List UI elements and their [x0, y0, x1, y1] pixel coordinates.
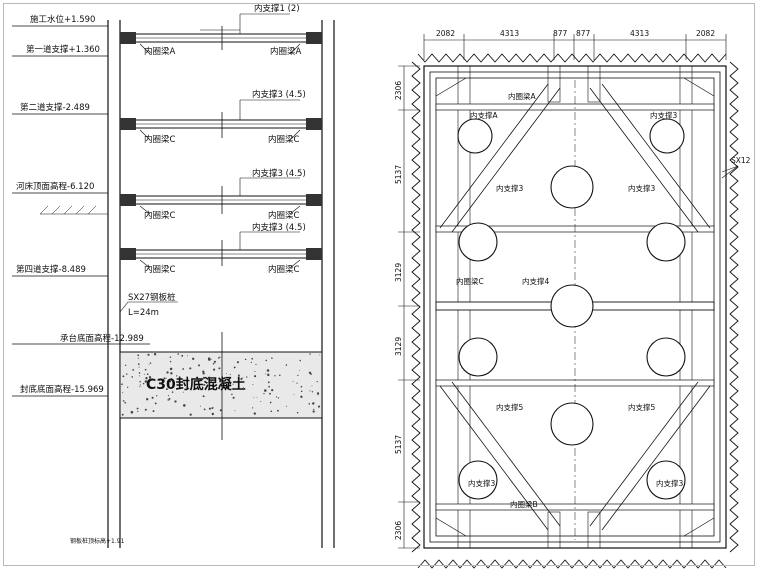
pile-circle [458, 222, 498, 262]
label-wale-bottom: 内圈梁B [510, 499, 538, 509]
wale-label-4b: 内圈梁C [268, 264, 300, 275]
side-dim-2: 5137 [394, 165, 403, 184]
side-dim-4: 3129 [394, 337, 403, 356]
label-strut-tl: 内支撑A [470, 110, 498, 120]
corner-braces [435, 77, 715, 537]
pile-circle [646, 337, 686, 377]
strut-label-1: 内支撑1 (2) [254, 3, 300, 14]
elevation-label-5: 第四道支撑-8.489 [16, 264, 86, 275]
sheet-pile-right [321, 20, 335, 548]
elevation-leaders [12, 25, 150, 397]
side-dim-3: 3129 [394, 263, 403, 282]
label-strut-br: 内支撑3 [656, 478, 683, 488]
pile-callout-sx12: SX12 [731, 156, 751, 165]
strut-label-3: 内支撑3 (4.5) [252, 168, 306, 179]
label-diag-r2: 内支撑5 [628, 402, 655, 412]
pile-circle [649, 118, 685, 154]
elevation-label-2: 第一道支撑+1.360 [26, 44, 100, 55]
top-dim-1: 2082 [436, 29, 455, 38]
pile-circles [457, 118, 686, 500]
sx12-leader [721, 165, 739, 173]
pile-circle [458, 337, 498, 377]
footnote: 钢板桩顶标高+1.91 [70, 537, 125, 545]
elevation-section: 施工水位+1.590 第一道支撑+1.360 第二道支撑-2.489 河床顶面高… [12, 3, 335, 548]
side-dim-5: 5137 [394, 435, 403, 454]
top-dim-5: 4313 [630, 29, 649, 38]
top-dim-4: 877 [576, 29, 591, 38]
plan-view: 2082 4313 877 877 4313 2082 2306 5137 31… [394, 29, 751, 569]
side-dimension-line [398, 65, 420, 549]
strut-level-3 [119, 177, 323, 215]
label-strut-bl: 内支撑3 [468, 478, 495, 488]
label-wale-top: 内圈梁A [508, 91, 536, 101]
pile-circle [458, 460, 498, 500]
wale-label-4a: 内圈梁C [144, 264, 176, 275]
sheet-pile-left [107, 20, 121, 548]
sealing-concrete [119, 351, 323, 419]
side-dim-6: 2306 [394, 521, 403, 540]
pile-length: L=24m [128, 308, 159, 318]
top-dimension-line [423, 34, 727, 60]
wale-label-1b: 内圈梁A [270, 46, 302, 57]
pile-circle [550, 165, 594, 209]
strut-level-4 [119, 231, 323, 269]
top-dim-2: 4313 [500, 29, 519, 38]
label-strut-mid: 内支撑4 [522, 276, 549, 286]
elevation-label-4: 河床顶面高程-6.120 [16, 181, 94, 192]
sheet-pile-wall [411, 53, 739, 569]
concrete-label: C30封底混凝土 [146, 376, 246, 393]
elevation-label-6: 承台底面高程-12.989 [60, 333, 144, 344]
wale-label-2b: 内圈梁C [268, 134, 300, 145]
side-dim-1: 2306 [394, 81, 403, 100]
elevation-label-7: 封底底面高程-15.969 [20, 384, 104, 395]
strut-level-1 [119, 13, 323, 55]
pile-circle [457, 118, 493, 154]
strut-label-4: 内支撑3 (4.5) [252, 222, 306, 233]
elevation-label-1: 施工水位+1.590 [30, 14, 95, 25]
pile-circle [646, 222, 686, 262]
diagonal-struts [439, 83, 711, 531]
pile-circle [550, 284, 594, 328]
strut-label-2: 内支撑3 (4.5) [252, 89, 306, 100]
top-dim-3: 877 [553, 29, 568, 38]
elevation-label-3: 第二道支撑-2.489 [20, 102, 90, 113]
wale-label-3b: 内圈梁C [268, 210, 300, 221]
pile-leader [119, 301, 129, 313]
wale-label-1a: 内圈梁A [144, 46, 176, 57]
pile-circle [550, 402, 594, 446]
top-dim-6: 2082 [696, 29, 715, 38]
label-strut-tr: 内支撑3 [650, 110, 677, 120]
pile-circle [646, 460, 686, 500]
label-diag-r1: 内支撑3 [628, 183, 655, 193]
label-diag-l2: 内支撑5 [496, 402, 523, 412]
wale-label-2a: 内圈梁C [144, 134, 176, 145]
pile-label: SX27钢板桩 [128, 292, 176, 303]
label-wale-left: 内圈梁C [456, 276, 484, 286]
strut-level-2 [119, 99, 323, 141]
wale-label-3a: 内圈梁C [144, 210, 176, 221]
label-diag-l1: 内支撑3 [496, 183, 523, 193]
